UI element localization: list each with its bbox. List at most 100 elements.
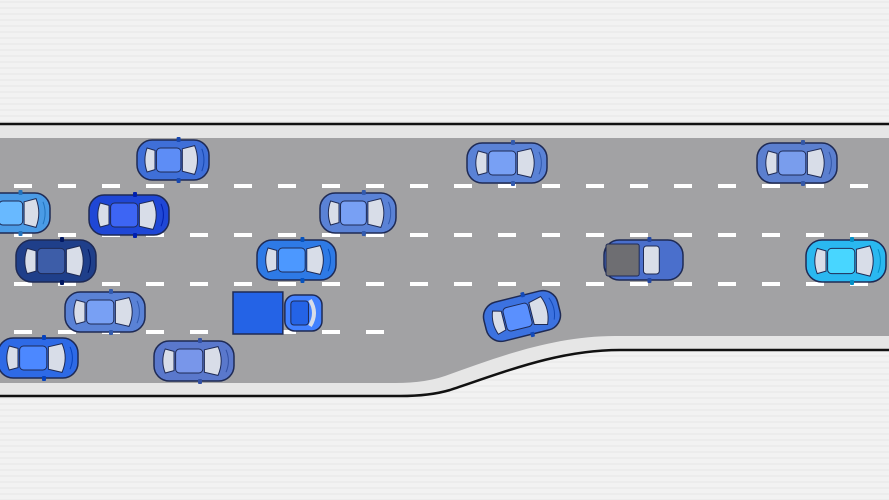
lane-dash xyxy=(14,282,32,286)
lane-dash xyxy=(542,282,560,286)
car-vehicle xyxy=(15,237,97,285)
lane-dash xyxy=(366,233,384,237)
windshield xyxy=(65,245,84,277)
lane-dash xyxy=(190,330,208,334)
lane-dash xyxy=(190,282,208,286)
lane-dash xyxy=(234,282,252,286)
lane-dash xyxy=(454,184,472,188)
lane-dash xyxy=(410,184,428,188)
car-vehicle xyxy=(805,237,887,285)
lane-dash xyxy=(278,184,296,188)
side-mirror xyxy=(850,237,854,242)
lane-dash xyxy=(366,184,384,188)
vehicle-roof xyxy=(827,247,856,275)
car-vehicle xyxy=(153,338,235,384)
rear-window xyxy=(144,147,156,173)
lane-dash xyxy=(410,233,428,237)
road-surface xyxy=(0,138,889,383)
lane-dash xyxy=(762,233,780,237)
side-mirror xyxy=(42,376,46,381)
car-vehicle xyxy=(0,335,79,381)
lane-dash xyxy=(366,330,384,334)
hood-line xyxy=(548,297,556,320)
hood-line xyxy=(877,249,881,273)
hood-line xyxy=(87,249,91,273)
hood-line xyxy=(327,248,331,272)
side-mirror xyxy=(647,278,652,283)
vehicle-roof xyxy=(277,247,306,273)
lane-dash xyxy=(14,184,32,188)
lane-dash xyxy=(762,282,780,286)
hood-line xyxy=(42,201,46,225)
lane-dash xyxy=(58,330,76,334)
lane-dash xyxy=(718,184,736,188)
lane-dash xyxy=(322,233,340,237)
hood-line xyxy=(828,151,832,175)
lane-dash xyxy=(366,282,384,286)
side-mirror xyxy=(60,237,64,242)
windshield xyxy=(203,346,222,376)
hood-line xyxy=(538,151,542,175)
vehicle-roof xyxy=(110,202,139,228)
vehicle-roof xyxy=(778,150,807,176)
vehicles-layer xyxy=(0,137,887,384)
side-mirror xyxy=(176,178,181,183)
windshield xyxy=(528,295,549,325)
side-mirror xyxy=(361,231,366,236)
car-vehicle xyxy=(466,140,548,186)
rear-window xyxy=(765,150,778,176)
lane-dash xyxy=(190,184,208,188)
lane-dash xyxy=(58,233,76,237)
lane-dash xyxy=(718,233,736,237)
lane-dash xyxy=(410,282,428,286)
car-vehicle xyxy=(256,237,337,283)
rear-window xyxy=(162,348,175,374)
side-mirror xyxy=(850,280,854,285)
rear-window xyxy=(265,247,278,273)
windshield xyxy=(47,343,66,373)
side-mirror xyxy=(176,137,181,142)
side-mirror xyxy=(18,190,23,195)
windshield xyxy=(367,198,385,228)
vehicle-roof xyxy=(19,345,48,371)
side-mirror xyxy=(520,292,526,298)
lane-dash xyxy=(850,282,868,286)
lane-dash xyxy=(806,282,824,286)
vehicle-roof xyxy=(0,200,24,226)
windshield xyxy=(23,198,40,228)
pickup-vehicle xyxy=(603,237,684,283)
car-vehicle xyxy=(756,140,838,186)
windshield xyxy=(643,245,660,275)
lane-dash xyxy=(146,282,164,286)
windshield xyxy=(516,148,535,178)
lane-dash xyxy=(586,282,604,286)
windshield xyxy=(806,148,825,178)
windshield xyxy=(855,245,874,277)
side-mirror xyxy=(300,237,305,242)
side-mirror xyxy=(42,335,46,340)
side-mirror xyxy=(300,278,305,283)
side-mirror xyxy=(18,231,23,236)
vehicle-roof xyxy=(502,302,533,332)
lane-dash xyxy=(322,282,340,286)
lane-dash xyxy=(630,282,648,286)
lane-dash xyxy=(718,282,736,286)
side-mirror xyxy=(109,289,113,294)
vehicle-roof xyxy=(340,200,367,226)
lane-dash xyxy=(322,184,340,188)
lane-dash xyxy=(498,282,516,286)
lane-dash xyxy=(58,184,76,188)
rear-window xyxy=(814,247,827,275)
lane-dash xyxy=(102,184,120,188)
rear-window xyxy=(491,310,507,335)
rear-window xyxy=(327,200,340,226)
lane-markings xyxy=(14,184,868,334)
lane-dash xyxy=(674,282,692,286)
side-mirror xyxy=(60,280,64,285)
car-vehicle xyxy=(88,192,170,238)
vehicle-roof xyxy=(86,299,115,325)
windshield xyxy=(114,297,133,327)
hood-line xyxy=(225,349,229,373)
windshield xyxy=(138,200,157,230)
